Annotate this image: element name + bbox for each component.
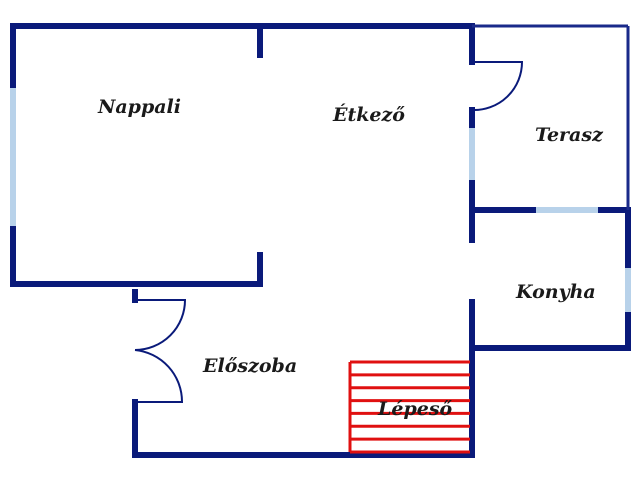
doors: [134, 61, 524, 403]
stairs: [348, 360, 470, 454]
terrace-walls: [472, 24, 630, 210]
windows: [10, 88, 631, 312]
room-label-lepeso: Lépeső: [377, 398, 453, 420]
walls: [10, 23, 631, 458]
door-entrance-upper: [134, 299, 187, 351]
room-label-etkezo: Étkező: [332, 103, 405, 126]
door-entrance-lower: [134, 349, 184, 403]
room-label-eloszoba: Előszoba: [202, 355, 297, 377]
room-label-konyha: Konyha: [515, 281, 596, 303]
room-label-terasz: Terasz: [535, 124, 604, 146]
room-label-nappali: Nappali: [97, 96, 181, 118]
door-terasz: [471, 61, 524, 112]
